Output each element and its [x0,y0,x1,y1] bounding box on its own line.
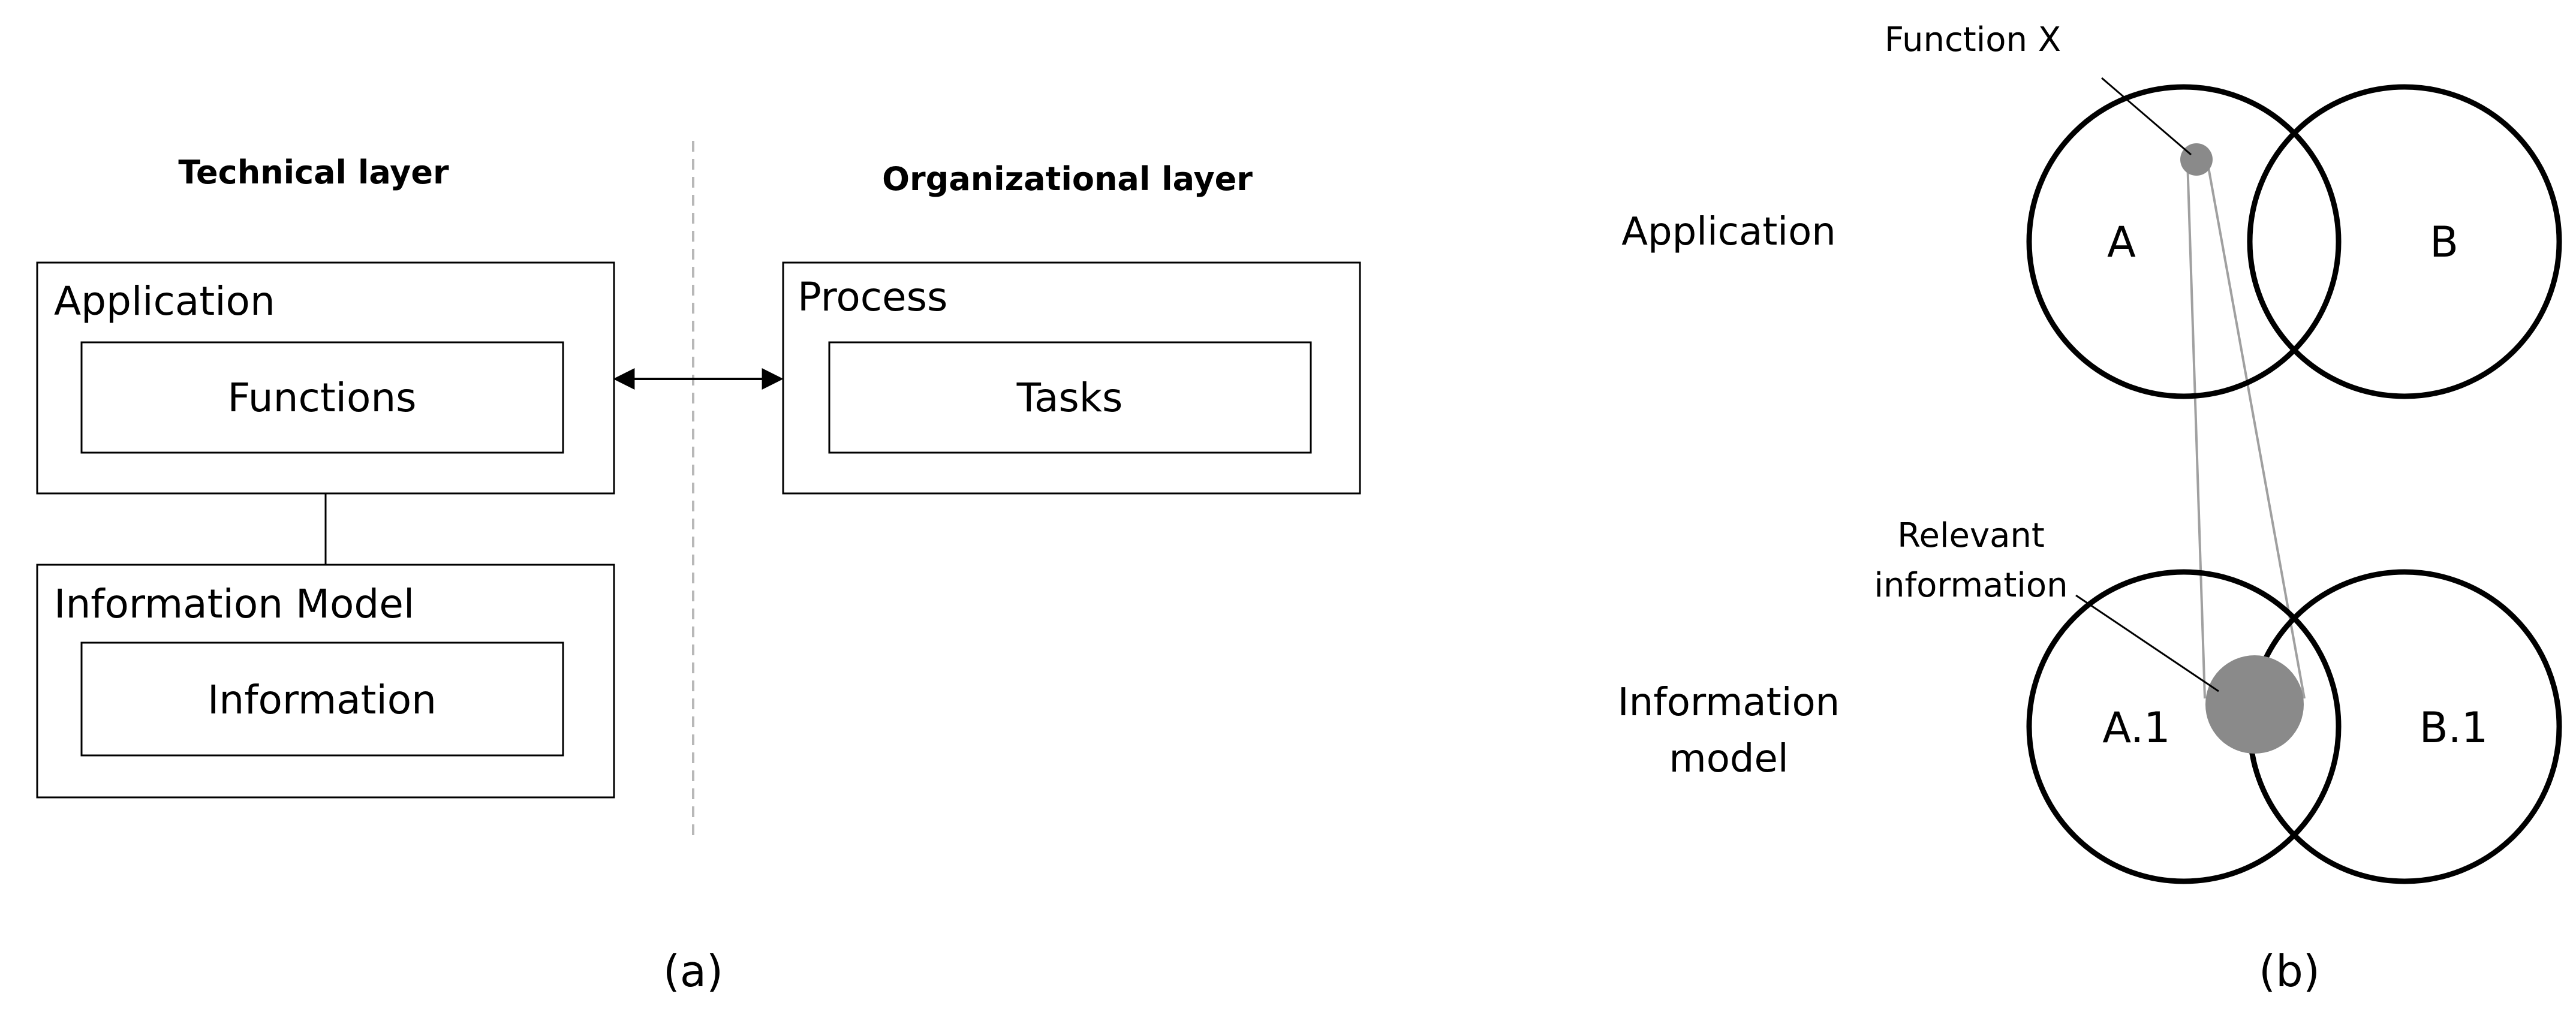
circle-a1-label: A.1 [2102,703,2170,752]
functions-box [80,341,564,454]
process-box-title: Process [798,274,947,320]
function-x-callout: Function X [1885,20,2061,59]
function-x-leader [2101,77,2192,156]
tasks-box [828,341,1312,454]
panel-a: Technical layer Organizational layer App… [36,141,1361,996]
caption-b: (b) [2259,946,2320,996]
relevant-information-callout-line1: Relevant [1897,516,2045,555]
caption-a: (a) [663,946,723,996]
mapping-line-right [2206,160,2306,699]
circle-a-label: A [2107,218,2136,267]
function-x-dot [2180,143,2213,176]
row-label-information-line1: Information [1618,680,1840,725]
mapping-line-left [2186,160,2206,699]
circle-b [2247,84,2562,399]
technical-layer-heading: Technical layer [178,153,449,191]
relevant-information-callout-line2: information [1874,566,2068,605]
circle-a [2026,84,2342,399]
tasks-label: Tasks [1016,375,1123,421]
panel-b: Application Information model A B A.1 B.… [1618,20,2562,996]
information-inner-box [80,641,564,757]
row-label-information-line2: model [1669,737,1788,781]
relevant-information-leader [2075,594,2219,692]
circle-b-label: B [2430,218,2458,267]
functions-label: Functions [227,375,416,421]
relevant-information-area [2205,655,2304,754]
circle-a1 [2026,569,2342,884]
row-label-application: Application [1621,210,1836,254]
application-box: Application Functions [36,261,615,495]
information-label: Information [207,677,437,723]
function-mapping-lines [2186,160,2306,699]
information-model-box-title: Information Model [54,581,414,627]
application-box-title: Application [54,278,275,324]
process-box: Process Tasks [782,261,1361,495]
information-model-box: Information Model Information [36,564,615,799]
organizational-layer-heading: Organizational layer [882,160,1253,198]
circle-b1-label: B.1 [2419,703,2488,752]
